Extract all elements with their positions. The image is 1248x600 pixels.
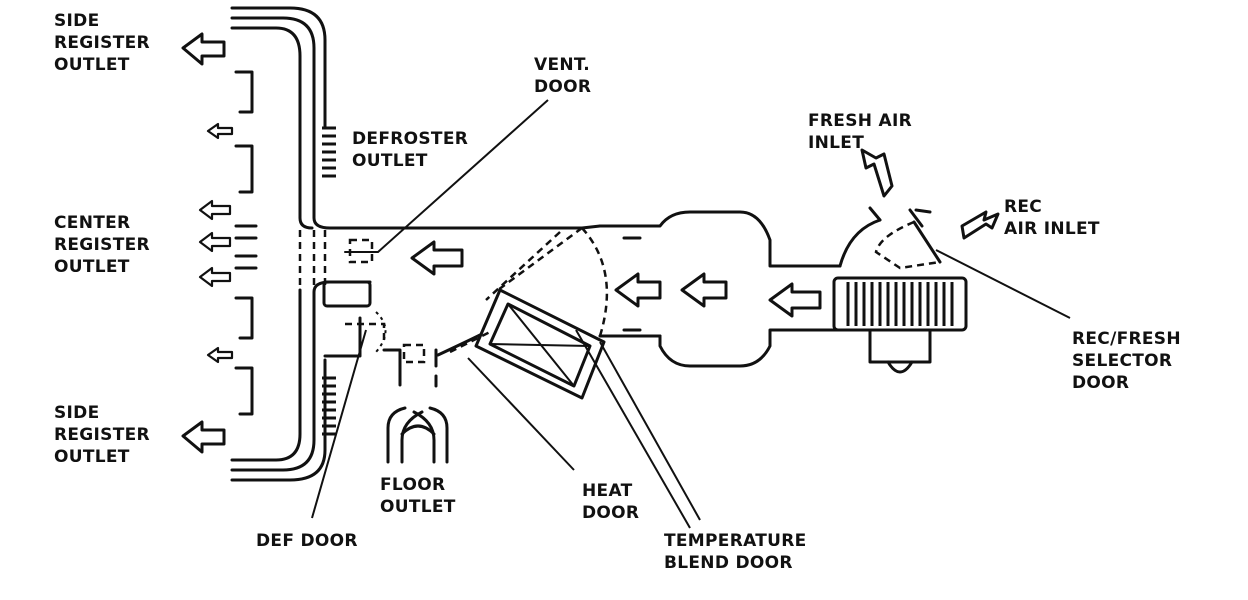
def-door-label: DEF DOOR (256, 531, 358, 551)
rec-air-inlet-label: REC AIR INLET (1004, 197, 1100, 239)
side-register-bottom-label: SIDE REGISTER OUTLET (54, 403, 156, 467)
outlet-arrows (181, 32, 234, 454)
defroster-grille-top (322, 126, 336, 178)
rec-fresh-selector-door-label: REC/FRESH SELECTOR DOOR (1072, 329, 1187, 393)
center-register-label: CENTER REGISTER OUTLET (54, 213, 156, 277)
blower-wheel-fins (846, 282, 954, 326)
side-register-top-label: SIDE REGISTER OUTLET (54, 11, 156, 75)
floor-outlet-label: FLOOR OUTLET (380, 475, 456, 517)
center-plenum (322, 238, 464, 388)
dash-duct-lines (230, 6, 584, 482)
labels: SIDE REGISTER OUTLET CENTER REGISTER OUT… (54, 11, 1187, 573)
defroster-outlet-label: DEFROSTER OUTLET (352, 129, 474, 171)
fresh-air-inlet-label: FRESH AIR INLET (808, 111, 918, 153)
vent-door-label: VENT. DOOR (534, 55, 596, 97)
floor-outlet-ducts (386, 406, 449, 464)
temperature-blend-door-label: TEMPERATURE BLEND DOOR (664, 531, 813, 573)
leader-lines (311, 99, 1071, 529)
inlet-arrows (860, 148, 1000, 240)
blower-assembly (832, 206, 968, 374)
right-duct (598, 210, 842, 368)
heater-core-section (436, 224, 662, 400)
heat-door-label: HEAT DOOR (582, 481, 639, 523)
defroster-grille-bottom (322, 376, 336, 436)
